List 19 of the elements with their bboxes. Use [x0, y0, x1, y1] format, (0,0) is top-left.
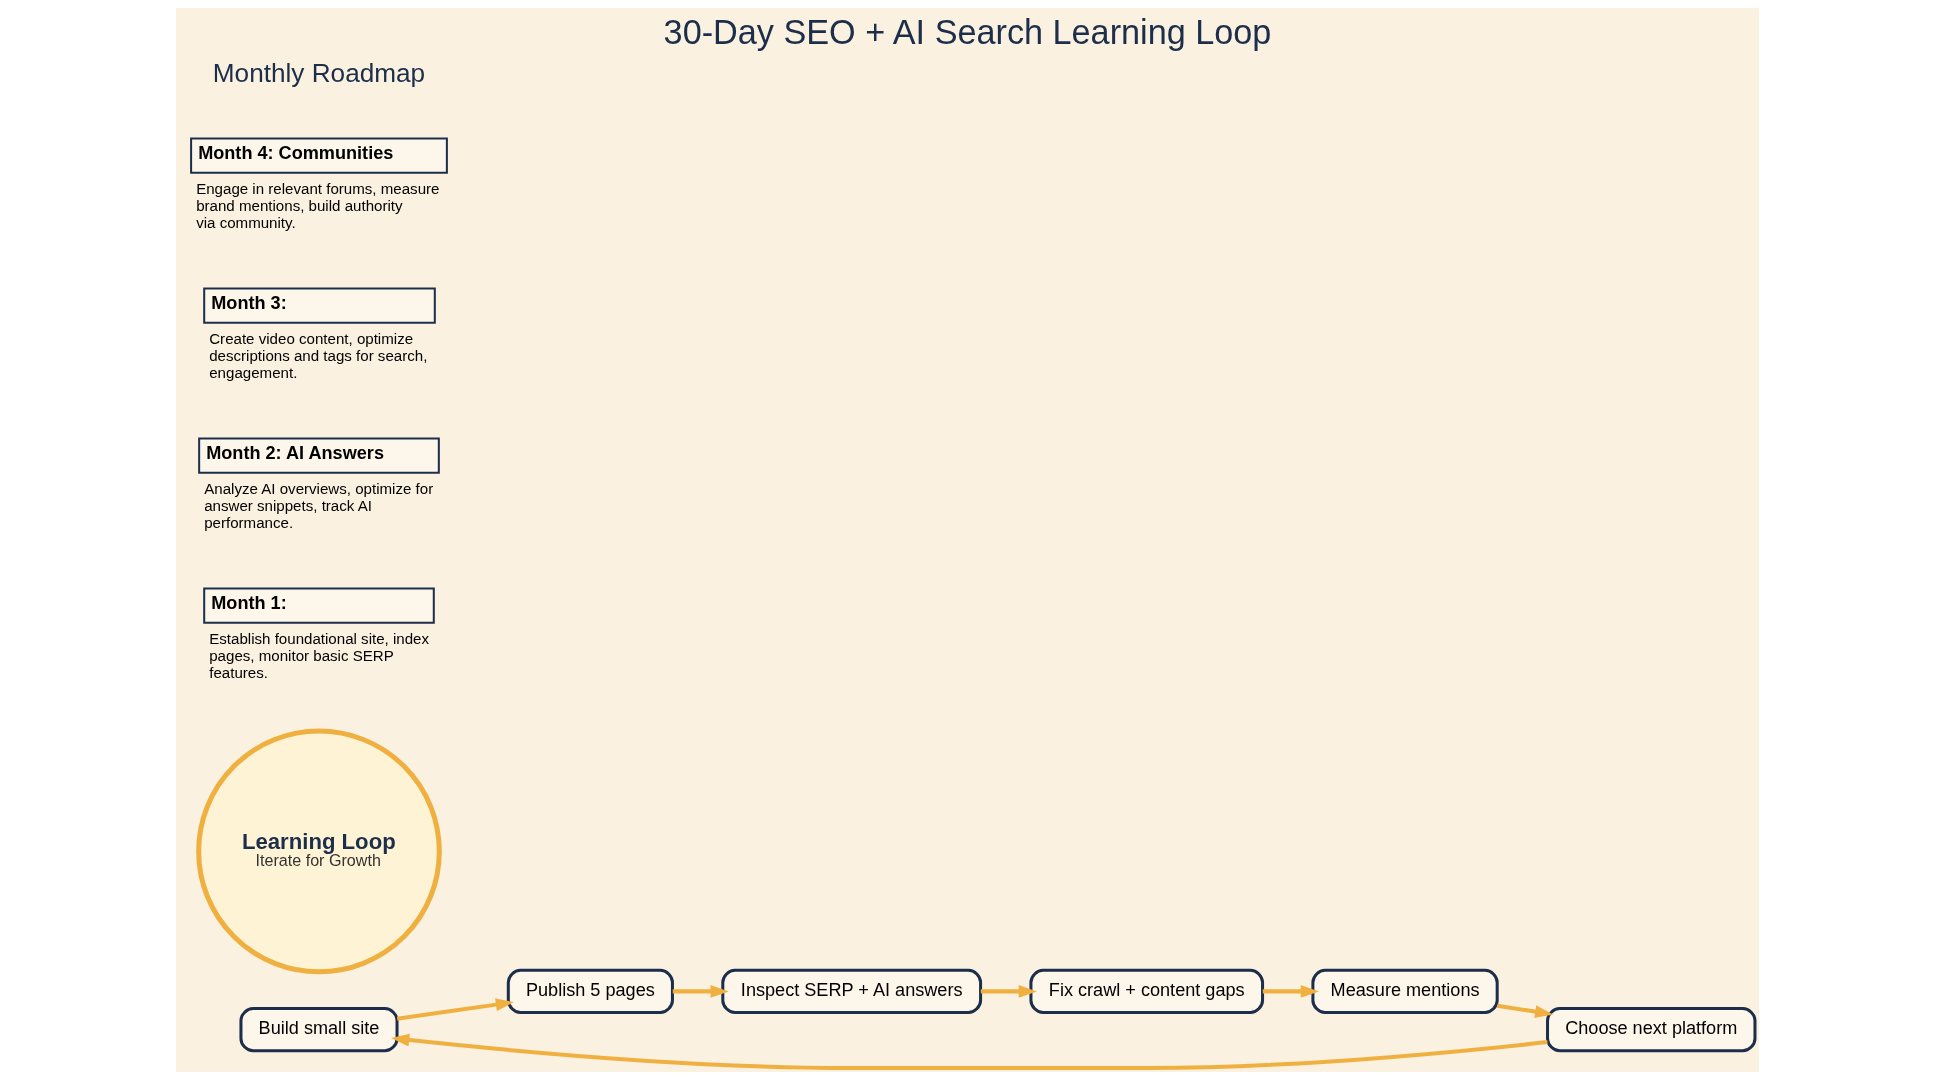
node-box: Measure mentions	[1311, 968, 1499, 1015]
node-label: Create video content, optimize descriptions and tags for search, engagement.	[209, 329, 428, 382]
node-box: Fix crawl + content gaps	[1029, 968, 1265, 1015]
arrow	[1262, 985, 1319, 998]
node-label: Analyze AI overviews, optimize for answer snippets, track AI performance.	[204, 479, 434, 532]
node-box: Build small site	[239, 1007, 399, 1053]
node-box: Choose next platform	[1546, 1007, 1757, 1053]
node-box: Publish 5 pages	[506, 968, 674, 1015]
node-circle: Learning Loop Iterate for Growth	[196, 728, 442, 975]
node-label: Establish foundational site, index pages, monitor basic SERP features.	[209, 629, 430, 682]
arrow	[396, 998, 514, 1021]
arrow	[672, 985, 729, 998]
label: Monthly Roadmap	[212, 58, 426, 89]
diagram-title: 30-Day SEO + AI Search Learning Loop	[663, 12, 1272, 51]
arrow	[391, 1033, 1548, 1070]
arrow	[980, 985, 1037, 998]
node-box: Inspect SERP + AI answers	[721, 968, 983, 1015]
node-label: Engage in relevant forums, measure brand mentions, build authority via community.	[196, 179, 440, 232]
arrow	[1497, 1003, 1554, 1018]
